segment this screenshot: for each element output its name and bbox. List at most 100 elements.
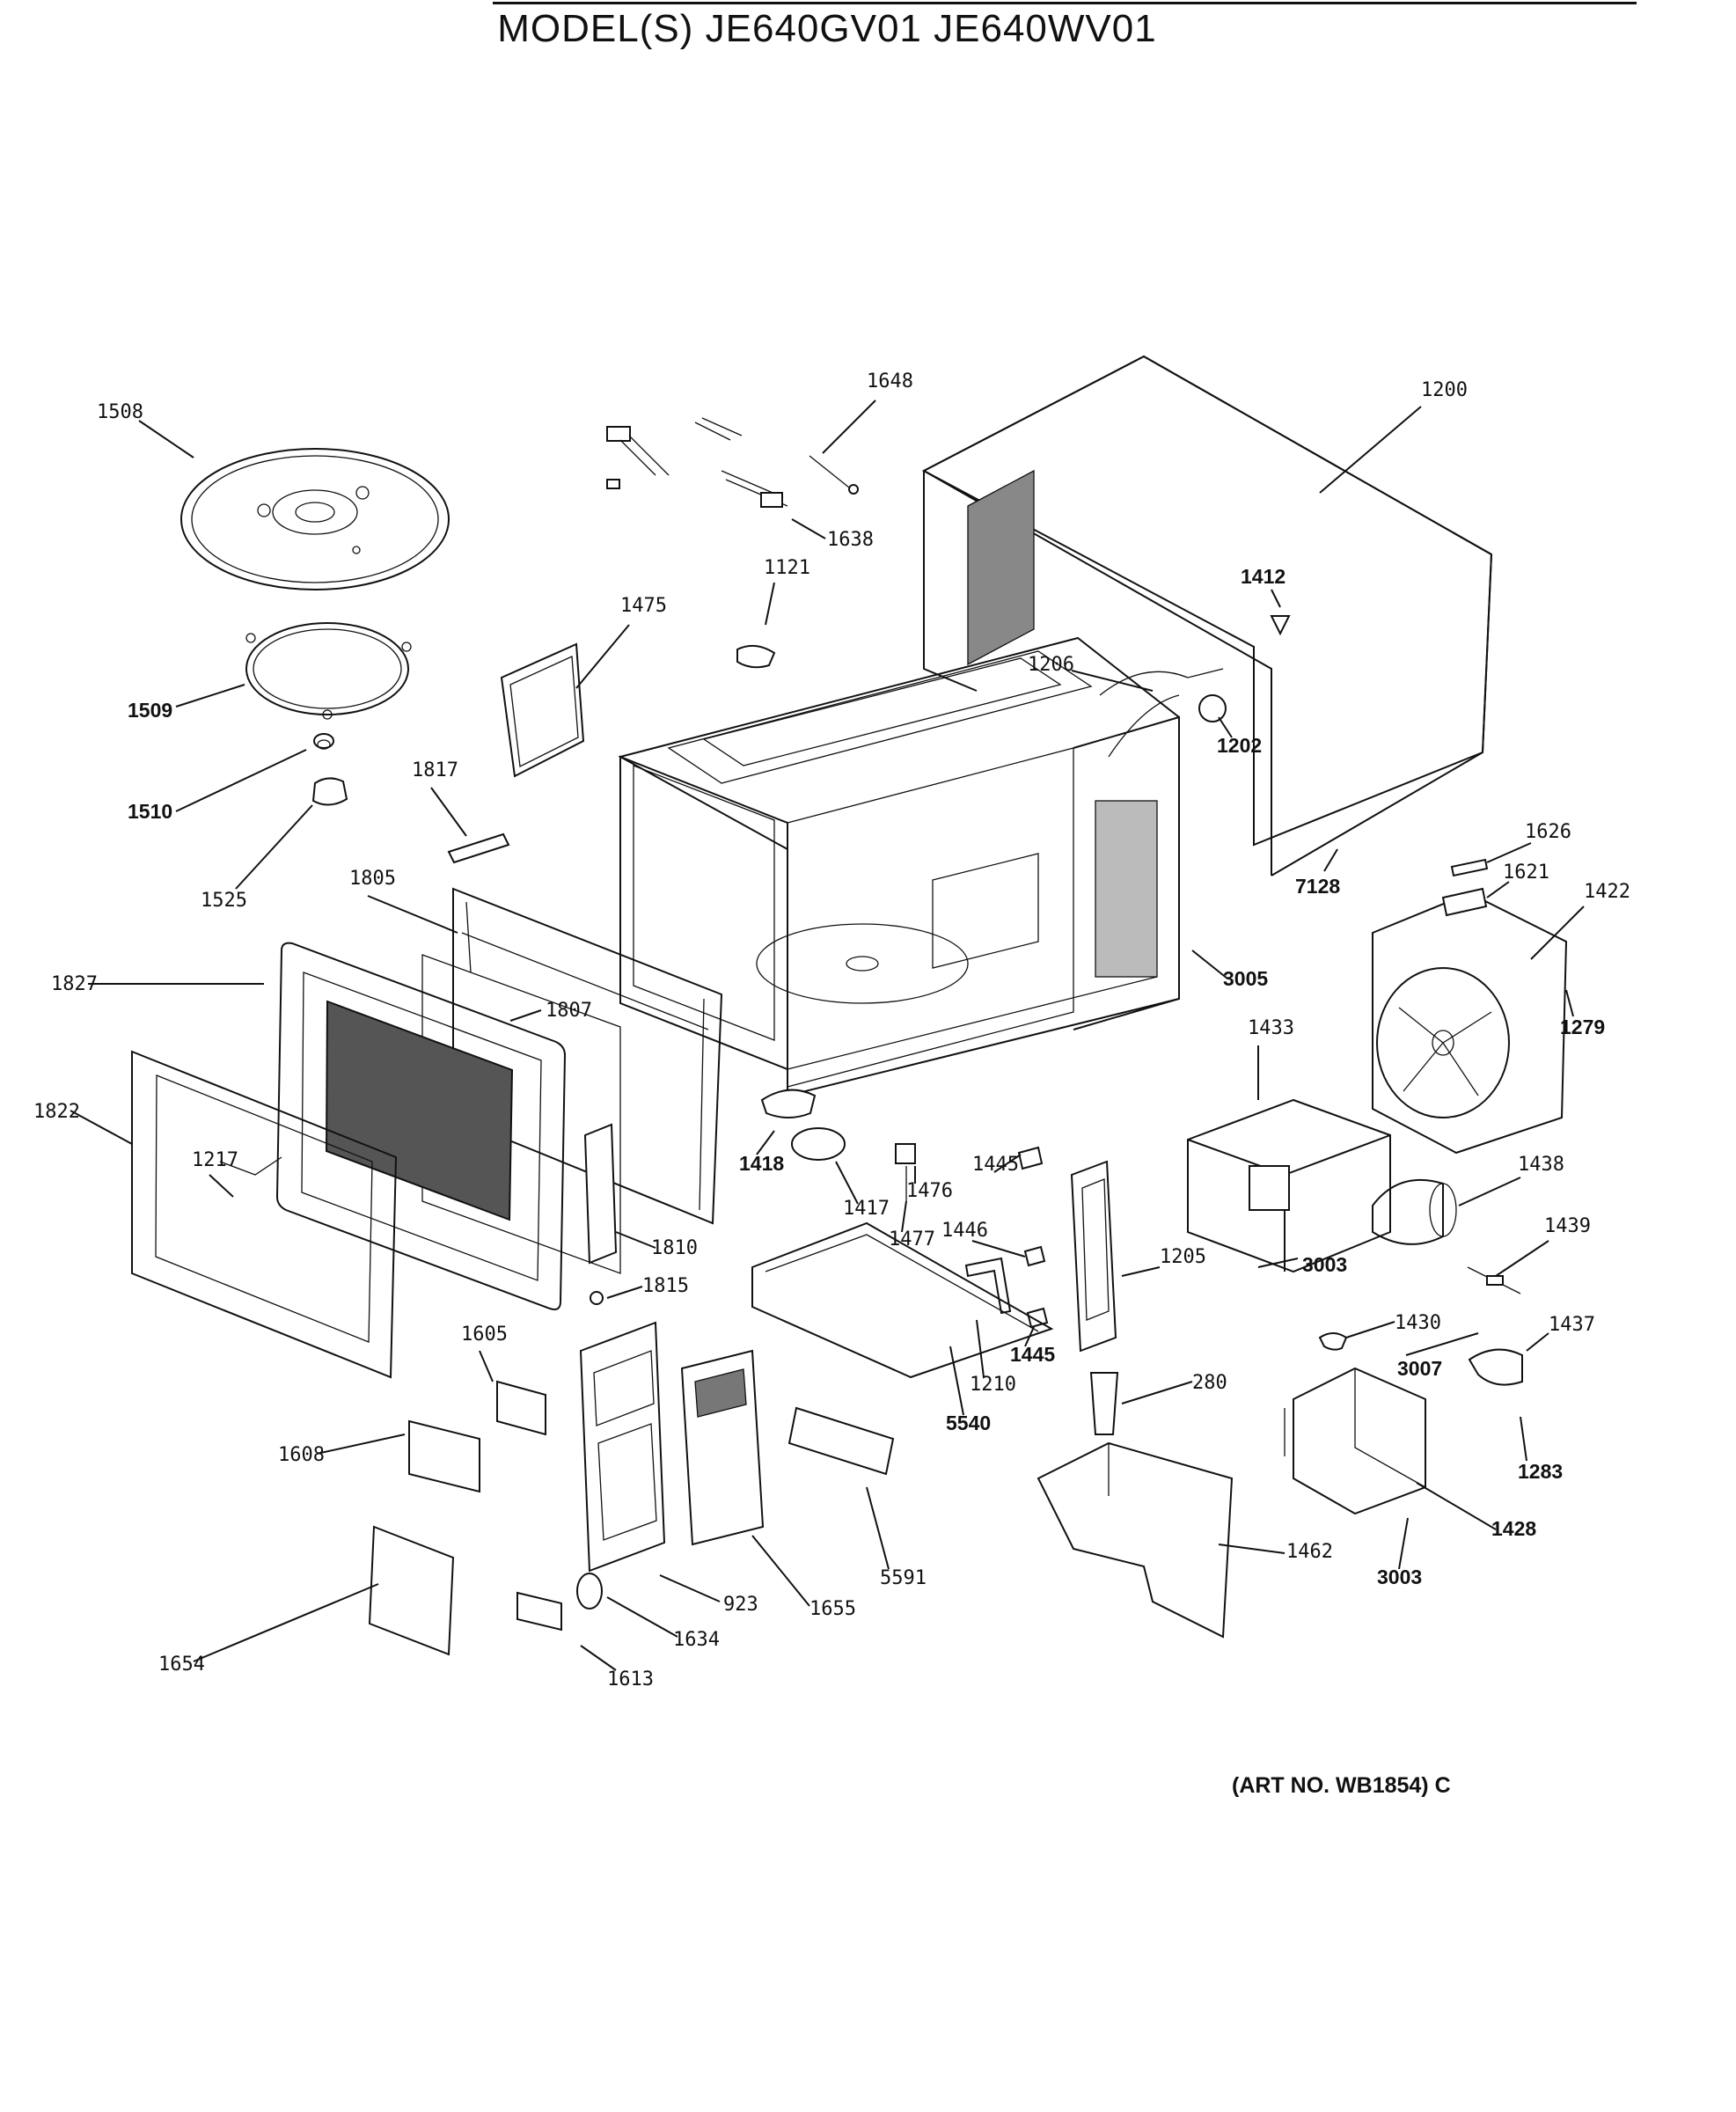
turntable-motor bbox=[791, 1127, 846, 1161]
lamp-socket bbox=[1089, 1372, 1119, 1435]
callout-leader bbox=[509, 1009, 542, 1022]
part-callout-1510: 1510 bbox=[128, 800, 172, 823]
callout-leader bbox=[1121, 1266, 1161, 1277]
part-callout-1810: 1810 bbox=[651, 1237, 698, 1259]
callout-leader bbox=[751, 1535, 810, 1607]
part-callout-1508: 1508 bbox=[97, 401, 143, 423]
oven-cavity-assembly bbox=[618, 636, 1180, 1097]
part-callout-1121: 1121 bbox=[764, 557, 810, 579]
callout-leader bbox=[606, 1596, 678, 1638]
release-spring bbox=[576, 1573, 603, 1610]
interlock-switch bbox=[1017, 1146, 1044, 1170]
keypad-label bbox=[496, 1380, 546, 1436]
callout-leader bbox=[1191, 950, 1228, 979]
hinge-spring bbox=[590, 1291, 604, 1305]
part-callout-1217: 1217 bbox=[192, 1149, 238, 1171]
monitor-switch bbox=[1023, 1245, 1046, 1267]
part-callout-3007: 3007 bbox=[1397, 1357, 1442, 1380]
door-release-button bbox=[516, 1591, 562, 1632]
fuse-holder bbox=[1441, 887, 1488, 917]
part-callout-5591: 5591 bbox=[880, 1567, 927, 1589]
door-choke-frame bbox=[500, 642, 585, 778]
callout-leader bbox=[971, 1240, 1026, 1258]
part-callout-923: 923 bbox=[723, 1594, 758, 1616]
high-voltage-transformer bbox=[1187, 1098, 1391, 1273]
callout-leader bbox=[575, 624, 630, 689]
part-callout-1815: 1815 bbox=[642, 1275, 689, 1297]
callout-leader bbox=[1486, 881, 1510, 898]
magnetron-bracket bbox=[1468, 1348, 1523, 1386]
art-number: (ART NO. WB1854) C bbox=[1232, 1773, 1451, 1798]
callout-leader bbox=[993, 1154, 1022, 1173]
callout-leader bbox=[765, 582, 775, 626]
callout-leader bbox=[1565, 989, 1574, 1017]
part-callout-1476: 1476 bbox=[906, 1180, 953, 1202]
part-callout-1283: 1283 bbox=[1518, 1460, 1563, 1483]
callout-leader bbox=[659, 1574, 721, 1602]
callout-leader bbox=[1024, 1326, 1035, 1347]
part-callout-1417: 1417 bbox=[843, 1198, 890, 1220]
part-callout-1210: 1210 bbox=[970, 1374, 1016, 1396]
part-callout-1525: 1525 bbox=[201, 890, 247, 912]
thermal-cutout bbox=[1318, 1332, 1348, 1351]
part-callout-1205: 1205 bbox=[1160, 1246, 1206, 1268]
part-callout-1608: 1608 bbox=[278, 1444, 325, 1466]
callout-leader bbox=[1071, 670, 1154, 692]
control-panel-frame bbox=[579, 1321, 666, 1573]
wire-harness-set bbox=[606, 417, 859, 508]
callout-leader bbox=[1495, 1240, 1549, 1277]
part-callout-1805: 1805 bbox=[349, 868, 396, 890]
callout-leader bbox=[606, 1286, 643, 1299]
part-callout-1638: 1638 bbox=[827, 529, 874, 551]
hv-diode-body bbox=[1486, 1275, 1504, 1286]
part-callout-1509: 1509 bbox=[128, 699, 172, 722]
callout-leader bbox=[430, 787, 467, 837]
part-callout-7128: 7128 bbox=[1295, 875, 1340, 898]
callout-leader bbox=[1319, 406, 1422, 494]
page-title: MODEL(S) JE640GV01 JE640WV01 bbox=[497, 7, 1157, 50]
callout-leader bbox=[866, 1486, 890, 1570]
callout-leader bbox=[1121, 1381, 1193, 1404]
header-rule bbox=[493, 2, 1637, 4]
callout-leader bbox=[70, 1110, 133, 1145]
motor-coupling bbox=[895, 1143, 916, 1164]
latch-plate bbox=[447, 832, 510, 864]
callout-leader bbox=[316, 1434, 406, 1455]
callout-leader bbox=[1520, 1416, 1527, 1462]
part-callout-1206: 1206 bbox=[1028, 654, 1074, 676]
power-cord-harness bbox=[1099, 668, 1224, 758]
callout-leader bbox=[235, 804, 313, 890]
nameplate bbox=[408, 1419, 480, 1493]
callout-leader bbox=[1405, 1332, 1479, 1356]
part-callout-1613: 1613 bbox=[607, 1668, 654, 1690]
air-duct bbox=[1036, 1441, 1234, 1639]
part-callout-1477: 1477 bbox=[889, 1228, 935, 1250]
callout-leader bbox=[835, 1161, 859, 1205]
callout-leader bbox=[1345, 1321, 1395, 1338]
coupler bbox=[313, 733, 334, 750]
part-callout-280: 280 bbox=[1192, 1372, 1227, 1394]
callout-leader bbox=[1218, 1544, 1286, 1554]
part-callout-1428: 1428 bbox=[1491, 1517, 1536, 1540]
door-outer-panel bbox=[131, 1050, 398, 1379]
callout-leader bbox=[1416, 1482, 1497, 1530]
part-callout-1626: 1626 bbox=[1525, 821, 1571, 843]
fan-motor-assembly bbox=[1372, 891, 1568, 1155]
part-callout-1437: 1437 bbox=[1549, 1314, 1595, 1336]
callout-leader bbox=[479, 1350, 494, 1382]
thermostat bbox=[736, 644, 776, 669]
part-callout-1446: 1446 bbox=[941, 1220, 988, 1242]
part-callout-1817: 1817 bbox=[412, 759, 458, 781]
callout-leader bbox=[615, 1231, 656, 1249]
callout-leader bbox=[756, 1130, 775, 1155]
part-callout-1462: 1462 bbox=[1286, 1541, 1333, 1563]
part-callout-1422: 1422 bbox=[1584, 881, 1630, 903]
secondary-switch bbox=[1026, 1307, 1049, 1329]
part-callout-1439: 1439 bbox=[1544, 1215, 1591, 1237]
part-callout-1412: 1412 bbox=[1241, 565, 1286, 588]
hv-capacitor bbox=[1372, 1178, 1457, 1245]
callout-leader bbox=[1398, 1517, 1409, 1570]
callout-leader bbox=[1530, 906, 1585, 960]
part-callout-3003: 3003 bbox=[1377, 1566, 1422, 1588]
part-callout-1438: 1438 bbox=[1518, 1154, 1564, 1176]
